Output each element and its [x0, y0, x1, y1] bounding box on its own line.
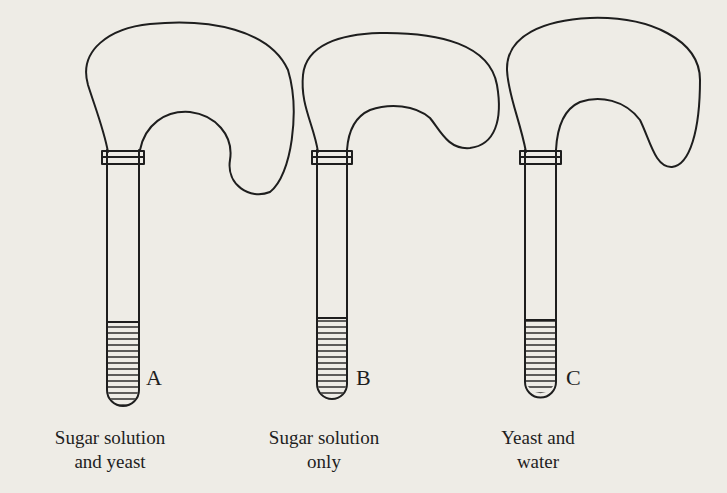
tube-caption: Sugar solution and yeast — [44, 426, 176, 474]
liquid-surface — [108, 321, 138, 323]
liquid — [318, 318, 346, 398]
liquid-surface — [318, 317, 346, 319]
tube-caption: Yeast and water — [486, 426, 590, 474]
tube-letter: C — [566, 364, 581, 392]
tube-letter: A — [146, 364, 162, 392]
liquid-surface — [526, 319, 555, 321]
neck-band — [520, 151, 561, 164]
tube-letter: B — [356, 364, 371, 392]
balloon — [507, 18, 700, 167]
liquid — [526, 320, 555, 393]
neck-band — [102, 151, 144, 164]
test-tube — [317, 150, 347, 399]
liquid — [108, 322, 138, 405]
neck-band — [312, 151, 352, 164]
test-tube — [107, 150, 139, 406]
test-tube — [525, 150, 556, 398]
balloon — [86, 23, 293, 195]
tube-caption: Sugar solution only — [258, 426, 390, 474]
balloon — [303, 33, 499, 152]
